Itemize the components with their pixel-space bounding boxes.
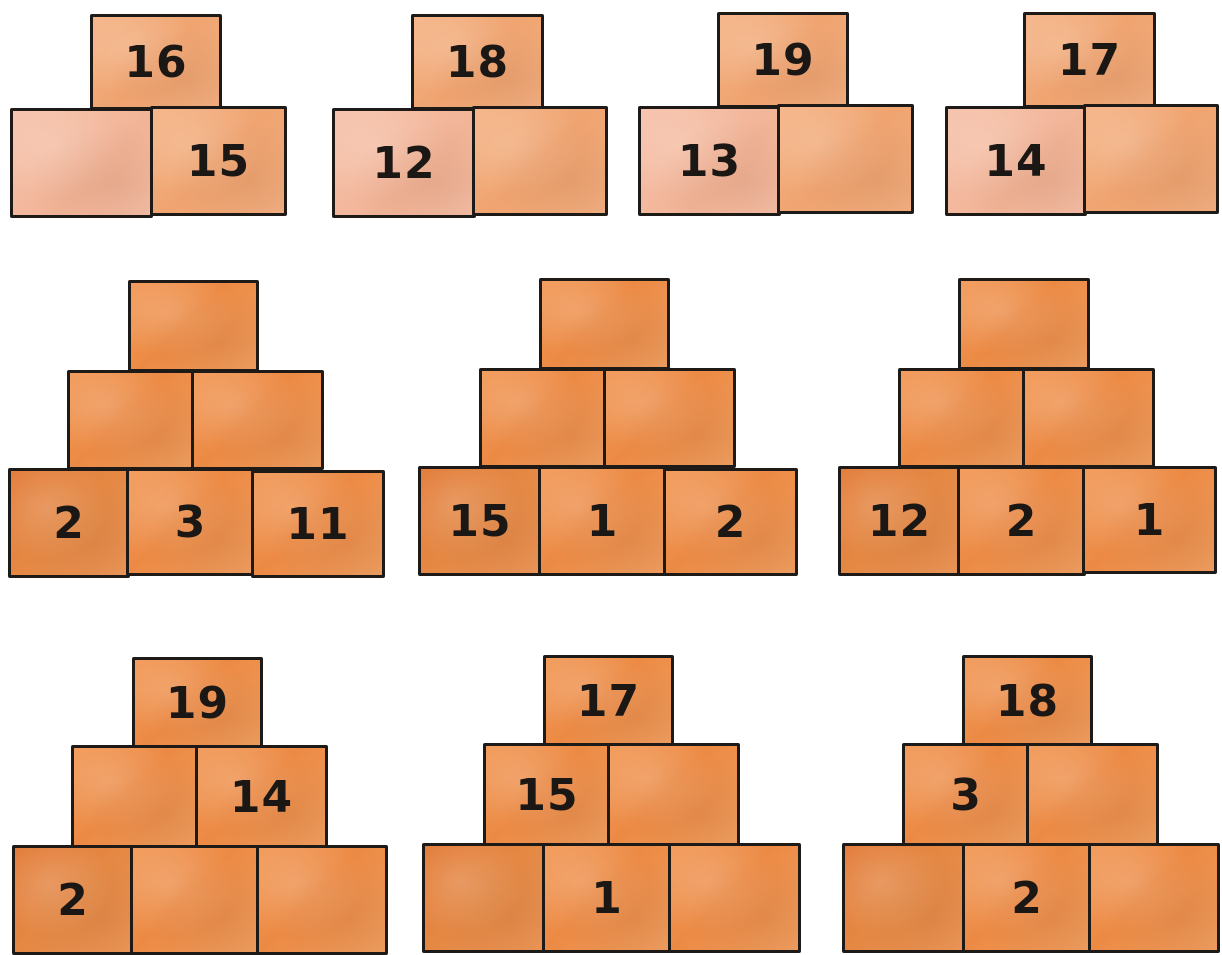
brick-base-right[interactable]: 2: [663, 468, 798, 576]
brick-value: 2: [57, 875, 89, 926]
brick-value: 15: [448, 496, 511, 547]
brick-base-middle[interactable]: 3: [126, 468, 255, 576]
brick-value: 18: [996, 676, 1059, 727]
brick-base-right[interactable]: 15: [150, 106, 287, 216]
brick-base-right[interactable]: [256, 845, 388, 955]
brick-middle-right[interactable]: [191, 370, 324, 470]
brick-value: 2: [715, 497, 747, 548]
brick-middle-right[interactable]: 14: [195, 745, 328, 849]
brick-value: 11: [286, 499, 349, 550]
brick-top[interactable]: [539, 278, 670, 370]
brick-base-left[interactable]: 12: [332, 108, 476, 218]
brick-base-right[interactable]: [777, 104, 914, 214]
brick-value: 15: [515, 770, 578, 821]
brick-value: 12: [372, 138, 435, 189]
brick-value: 1: [591, 873, 623, 924]
brick-middle-left[interactable]: [898, 368, 1026, 468]
brick-base-left[interactable]: 12: [838, 466, 961, 576]
brick-middle-right[interactable]: [607, 743, 740, 847]
brick-base-left[interactable]: [10, 108, 153, 218]
brick-top[interactable]: [958, 278, 1090, 370]
brick-base-right[interactable]: [1088, 843, 1220, 953]
brick-value: 2: [53, 498, 85, 549]
brick-top[interactable]: [128, 280, 259, 372]
brick-middle-right[interactable]: [603, 368, 736, 468]
brick-base-right[interactable]: [472, 106, 608, 216]
brick-base-right[interactable]: 1: [1082, 466, 1217, 574]
brick-base-left[interactable]: 13: [638, 106, 781, 216]
brick-top[interactable]: 18: [962, 655, 1093, 747]
brick-value: 1: [1134, 495, 1166, 546]
brick-base-left[interactable]: 14: [945, 106, 1087, 216]
brick-base-middle[interactable]: 1: [542, 843, 672, 953]
brick-base-left[interactable]: 15: [418, 466, 542, 576]
brick-top[interactable]: 19: [132, 657, 263, 749]
brick-base-middle[interactable]: [130, 845, 260, 955]
brick-middle-left[interactable]: [67, 370, 195, 470]
brick-base-left[interactable]: 2: [12, 845, 134, 955]
brick-value: 15: [187, 136, 250, 187]
brick-base-right[interactable]: 11: [251, 470, 385, 578]
brick-base-left[interactable]: [842, 843, 966, 953]
brick-base-left[interactable]: [422, 843, 546, 953]
brick-base-middle[interactable]: 1: [538, 466, 667, 576]
brick-value: 2: [1006, 496, 1038, 547]
brick-value: 13: [678, 136, 741, 187]
brick-value: 18: [446, 37, 509, 88]
brick-base-right[interactable]: [1083, 104, 1219, 214]
brick-top[interactable]: 17: [1023, 12, 1156, 108]
brick-value: 19: [166, 678, 229, 729]
brick-middle-right[interactable]: [1026, 743, 1159, 847]
brick-value: 19: [751, 35, 814, 86]
brick-middle-left[interactable]: [71, 745, 200, 849]
brick-base-right[interactable]: [668, 843, 801, 953]
brick-middle-left[interactable]: 3: [902, 743, 1030, 847]
brick-top[interactable]: 17: [543, 655, 674, 747]
brick-value: 16: [124, 37, 187, 88]
brick-value: 14: [984, 136, 1047, 187]
brick-value: 17: [1058, 35, 1121, 86]
brick-value: 12: [868, 496, 931, 547]
brick-top[interactable]: 16: [90, 14, 222, 110]
brick-value: 2: [1011, 873, 1043, 924]
brick-base-middle[interactable]: 2: [962, 843, 1092, 953]
brick-top[interactable]: 18: [411, 14, 544, 110]
brick-middle-left[interactable]: 15: [483, 743, 611, 847]
brick-top[interactable]: 19: [717, 12, 849, 108]
brick-middle-right[interactable]: [1022, 368, 1155, 468]
brick-value: 14: [230, 772, 293, 823]
brick-value: 3: [950, 770, 982, 821]
brick-value: 17: [577, 676, 640, 727]
brick-value: 1: [587, 496, 619, 547]
brick-base-left[interactable]: 2: [8, 468, 130, 578]
brick-middle-left[interactable]: [479, 368, 607, 468]
brick-base-middle[interactable]: 2: [957, 466, 1086, 576]
brick-value: 3: [175, 497, 207, 548]
